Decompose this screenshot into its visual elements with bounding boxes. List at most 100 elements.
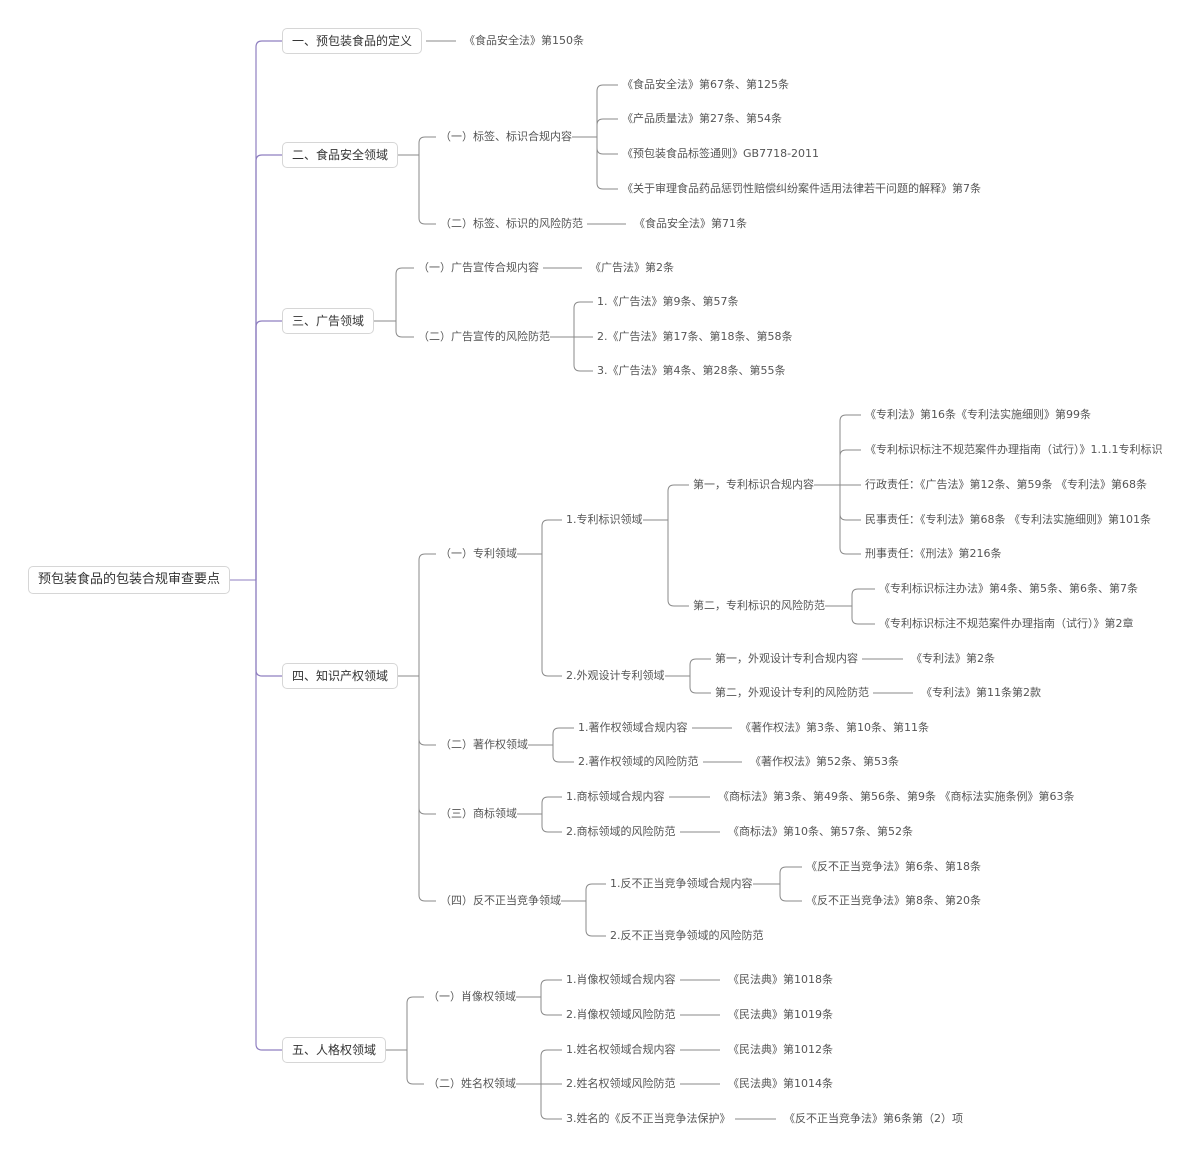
- topic-1-0[interactable]: （一）标签、标识合规内容: [440, 130, 572, 143]
- branch-topic-3[interactable]: 四、知识产权领域: [282, 663, 399, 689]
- topic-2-0-0[interactable]: 《广告法》第2条: [590, 261, 674, 274]
- topic-1-1-0[interactable]: 《食品安全法》第71条: [634, 217, 747, 230]
- branch-topic-2[interactable]: 三、广告领域: [282, 308, 375, 334]
- topic-3-3-0[interactable]: 1.反不正当竞争领域合规内容: [610, 877, 753, 890]
- connector-3-0-1-1: [689, 676, 711, 694]
- topic-3-0-0-0-1[interactable]: 《专利标识标注不规范案件办理指南（试行）》1.1.1专利标识: [865, 443, 1163, 456]
- topic-3-1-0[interactable]: 1.著作权领域合规内容: [578, 721, 688, 734]
- connector-3-0-0-0-4: [839, 485, 861, 555]
- topic-3-3[interactable]: （四）反不正当竞争领域: [440, 894, 561, 907]
- branch-topic-0[interactable]: 一、预包装食品的定义: [282, 28, 423, 54]
- topic-4-0-1[interactable]: 2.肖像权领域风险防范: [566, 1008, 676, 1021]
- topic-3-0-1-0-0[interactable]: 《专利法》第2条: [911, 652, 995, 665]
- topic-1-0-3[interactable]: 《关于审理食品药品惩罚性赔偿纠纷案件适用法律若干问题的解释》第7条: [622, 182, 981, 195]
- connector-3-2-0: [541, 796, 562, 814]
- topic-2-1[interactable]: （二）广告宣传的风险防范: [418, 330, 550, 343]
- connector-3-0-0-0-1: [839, 449, 861, 485]
- topic-3-0-0-0-3[interactable]: 民事责任：《专利法》第68条 《专利法实施细则》第101条: [865, 513, 1151, 526]
- connector-3-0-0: [541, 519, 562, 554]
- connector-4-1: [406, 1050, 424, 1085]
- connector-0: [255, 40, 282, 580]
- topic-2-0[interactable]: （一）广告宣传合规内容: [418, 261, 539, 274]
- connector-3-0-1-0: [689, 658, 711, 676]
- topic-3-0-0-0-2[interactable]: 行政责任：《广告法》第12条、第59条 《专利法》第68条: [865, 478, 1147, 491]
- connector-3-0-0-1-0: [851, 588, 875, 606]
- topic-1-1[interactable]: （二）标签、标识的风险防范: [440, 217, 583, 230]
- connector-3: [255, 580, 282, 677]
- topic-3-1-1-0[interactable]: 《著作权法》第52条、第53条: [750, 755, 899, 768]
- connector-3-1-0: [552, 727, 574, 745]
- topic-3-0-0-0[interactable]: 第一，专利标识合规内容: [693, 478, 814, 491]
- topic-4-1-0-0[interactable]: 《民法典》第1012条: [728, 1043, 833, 1056]
- topic-3-0-1-1-0[interactable]: 《专利法》第11条第2款: [921, 686, 1041, 699]
- root-topic[interactable]: 预包装食品的包装合规审查要点: [28, 566, 231, 594]
- topic-3-2-1-0[interactable]: 《商标法》第10条、第57条、第52条: [728, 825, 913, 838]
- topic-3-0-0-1[interactable]: 第二，专利标识的风险防范: [693, 599, 825, 612]
- connector-3-3-0-0: [779, 866, 802, 884]
- topic-3-2-0[interactable]: 1.商标领域合规内容: [566, 790, 665, 803]
- topic-3-0-0-0-4[interactable]: 刑事责任：《刑法》第216条: [865, 547, 1002, 560]
- topic-3-1-0-0[interactable]: 《著作权法》第3条、第10条、第11条: [740, 721, 929, 734]
- topic-3-3-1[interactable]: 2.反不正当竞争领域的风险防范: [610, 929, 764, 942]
- branch-topic-1[interactable]: 二、食品安全领域: [282, 142, 399, 168]
- topic-1-0-1[interactable]: 《产品质量法》第27条、第54条: [622, 112, 782, 125]
- connector-2-1-2: [573, 337, 593, 372]
- connector-3-1: [418, 676, 436, 746]
- topic-3-3-0-0[interactable]: 《反不正当竞争法》第6条、第18条: [806, 860, 981, 873]
- connector-4-1-0: [540, 1049, 562, 1084]
- topic-3-0-0[interactable]: 1.专利标识领域: [566, 513, 643, 526]
- topic-3-2-0-0[interactable]: 《商标法》第3条、第49条、第56条、第9条 《商标法实施条例》第63条: [718, 790, 1075, 803]
- topic-4-0[interactable]: （一）肖像权领域: [428, 990, 516, 1003]
- topic-3-3-0-1[interactable]: 《反不正当竞争法》第8条、第20条: [806, 894, 981, 907]
- connector-4: [255, 580, 282, 1051]
- connector-1-0-3: [596, 137, 618, 190]
- topic-4-1-2[interactable]: 3.姓名的《反不正当竞争法保护》: [566, 1112, 731, 1125]
- connector-4-1-2: [540, 1084, 562, 1120]
- connector-3-0-0-0-3: [839, 485, 861, 521]
- topic-3-1-1[interactable]: 2.著作权领域的风险防范: [578, 755, 699, 768]
- topic-1-0-0[interactable]: 《食品安全法》第67条、第125条: [622, 78, 789, 91]
- connector-2-1-0: [573, 301, 593, 337]
- topic-2-1-1[interactable]: 2.《广告法》第17条、第18条、第58条: [597, 330, 793, 343]
- connector-3-0-0-1: [667, 520, 689, 607]
- connector-3-0-0-0-0: [839, 414, 861, 485]
- topic-4-0-1-0[interactable]: 《民法典》第1019条: [728, 1008, 833, 1021]
- topic-4-0-0[interactable]: 1.肖像权领域合规内容: [566, 973, 676, 986]
- connector-3-0: [418, 553, 436, 676]
- topic-3-0-0-0-0[interactable]: 《专利法》第16条《专利法实施细则》第99条: [865, 408, 1091, 421]
- branch-topic-4[interactable]: 五、人格权领域: [282, 1037, 387, 1063]
- topic-3-0-1-1[interactable]: 第二，外观设计专利的风险防范: [715, 686, 869, 699]
- connector-3-0-0-1-1: [851, 606, 875, 625]
- connector-3-3: [418, 676, 436, 902]
- connector-2: [255, 320, 282, 580]
- topic-3-2[interactable]: （三）商标领域: [440, 807, 517, 820]
- connector-4-0: [406, 996, 424, 1050]
- topic-3-0-0-1-0[interactable]: 《专利标识标注办法》第4条、第5条、第6条、第7条: [879, 582, 1138, 595]
- topic-4-1-1-0[interactable]: 《民法典》第1014条: [728, 1077, 833, 1090]
- topic-0-0[interactable]: 《食品安全法》第150条: [464, 34, 584, 47]
- connector-4-0-0: [540, 979, 562, 997]
- topic-4-1-1[interactable]: 2.姓名权领域风险防范: [566, 1077, 676, 1090]
- connector-1-1: [418, 155, 436, 225]
- topic-4-0-0-0[interactable]: 《民法典》第1018条: [728, 973, 833, 986]
- connector-2-1: [395, 321, 414, 338]
- topic-3-2-1[interactable]: 2.商标领域的风险防范: [566, 825, 676, 838]
- connector-3-3-1: [585, 901, 606, 937]
- topic-3-0-1[interactable]: 2.外观设计专利领域: [566, 669, 665, 682]
- topic-3-0[interactable]: （一）专利领域: [440, 547, 517, 560]
- topic-3-0-1-0[interactable]: 第一，外观设计专利合规内容: [715, 652, 858, 665]
- topic-4-1-0[interactable]: 1.姓名权领域合规内容: [566, 1043, 676, 1056]
- topic-1-0-2[interactable]: 《预包装食品标签通则》GB7718-2011: [622, 147, 820, 160]
- connector-3-0-0-0: [667, 484, 689, 520]
- connector-1-0: [418, 136, 436, 155]
- connector-3-0-1: [541, 554, 562, 677]
- topic-2-1-2[interactable]: 3.《广告法》第4条、第28条、第55条: [597, 364, 786, 377]
- topic-3-0-0-1-1[interactable]: 《专利标识标注不规范案件办理指南（试行）》第2章: [879, 617, 1134, 630]
- topic-2-1-0[interactable]: 1.《广告法》第9条、第57条: [597, 295, 739, 308]
- connector-1-0-1: [596, 118, 618, 137]
- connector-1-0-2: [596, 137, 618, 155]
- topic-4-1[interactable]: （二）姓名权领域: [428, 1077, 516, 1090]
- topic-4-1-2-0[interactable]: 《反不正当竞争法》第6条第（2）项: [784, 1112, 963, 1125]
- topic-3-1[interactable]: （二）著作权领域: [440, 738, 528, 751]
